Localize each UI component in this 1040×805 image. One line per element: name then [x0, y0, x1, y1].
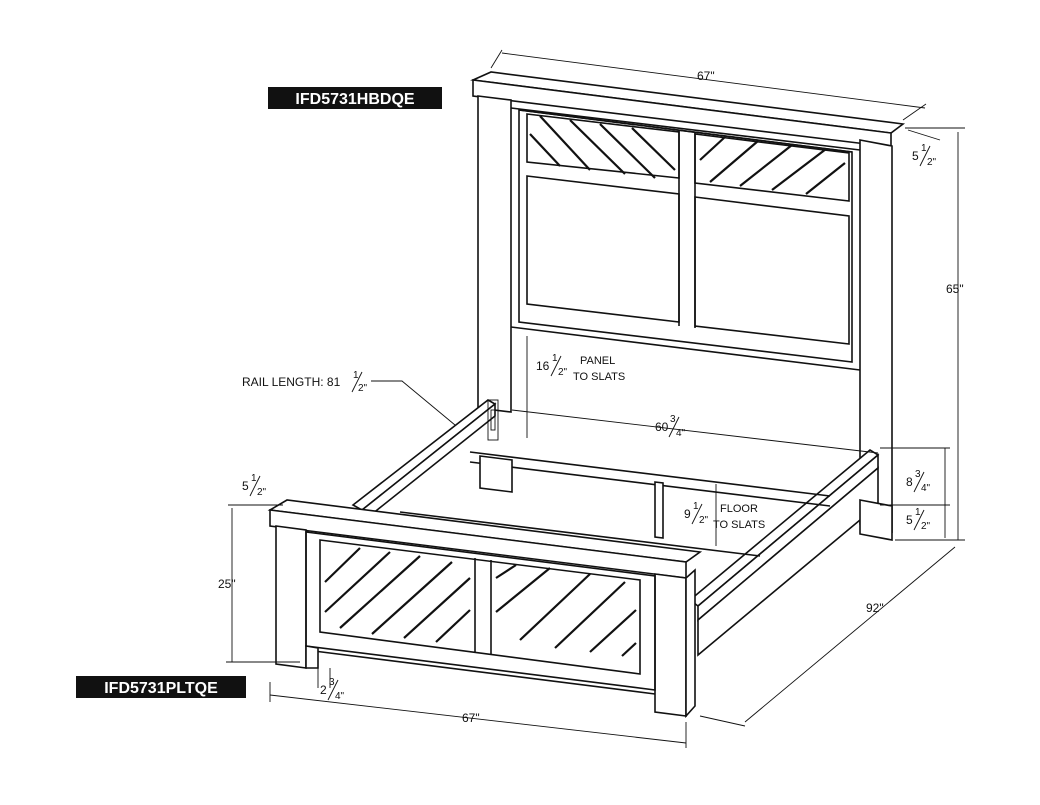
model-labels: IFD5731HBDQE IFD5731PLTQE — [76, 87, 442, 698]
footboard-depth-whole: 5 — [242, 479, 249, 493]
floor-to-slats-num: 1 — [693, 501, 699, 512]
headboard-height-label: 65" — [946, 282, 964, 296]
inner-width-num: 3 — [670, 414, 676, 425]
floor-to-slats-note-2: TO SLATS — [713, 519, 765, 531]
rail-length-den: 2" — [358, 383, 368, 394]
panel-to-slats-note-1: PANEL — [580, 355, 615, 367]
footboard — [267, 499, 703, 719]
leg-clearance-whole: 5 — [906, 513, 913, 527]
footboard-width-label: 67" — [462, 711, 480, 725]
leg-inset-num: 3 — [329, 677, 335, 688]
panel-to-slats-den: 2" — [558, 367, 568, 378]
panel-to-slats-note-2: TO SLATS — [573, 371, 625, 383]
floor-to-slats-note-1: FLOOR — [720, 503, 758, 515]
rail-height-whole: 8 — [906, 475, 913, 489]
overall-length-label: 92" — [866, 601, 884, 615]
inner-width-den: 4" — [676, 428, 686, 439]
panel-to-slats-num: 1 — [552, 353, 558, 364]
footboard-depth-den: 2" — [257, 487, 267, 498]
headboard-depth-num: 1 — [921, 143, 927, 154]
floor-to-slats-den: 2" — [699, 515, 709, 526]
headboard-width-label: 67" — [697, 69, 715, 83]
leg-clearance-num: 1 — [915, 507, 921, 518]
headboard-depth-whole: 5 — [912, 149, 919, 163]
footboard-model-label: IFD5731PLTQE — [104, 680, 218, 697]
dimension-text: 67" 5 1 2" 65" RAIL LENGTH: 81 1 2" 16 1… — [218, 69, 964, 725]
leg-inset-whole: 2 — [320, 683, 327, 697]
rail-height-den: 4" — [921, 483, 931, 494]
headboard — [470, 71, 906, 534]
leg-inset-den: 4" — [335, 691, 345, 702]
rail-height-num: 3 — [915, 469, 921, 480]
panel-to-slats-whole: 16 — [536, 359, 550, 373]
footboard-depth-num: 1 — [251, 473, 257, 484]
footboard-model-badge — [76, 676, 246, 698]
floor-to-slats-whole: 9 — [684, 507, 691, 521]
headboard-model-badge — [268, 87, 442, 109]
dimension-lines — [226, 49, 965, 748]
leg-clearance-den: 2" — [921, 521, 931, 532]
headboard-model-label: IFD5731HBDQE — [295, 91, 414, 108]
headboard-depth-den: 2" — [927, 157, 937, 168]
fraction-bars — [249, 145, 931, 701]
side-rails — [351, 399, 893, 657]
footboard-height-label: 25" — [218, 577, 236, 591]
rail-length-num: 1 — [353, 370, 359, 381]
rail-length-label: RAIL LENGTH: 81 — [242, 375, 341, 389]
inner-width-whole: 60 — [655, 420, 669, 434]
